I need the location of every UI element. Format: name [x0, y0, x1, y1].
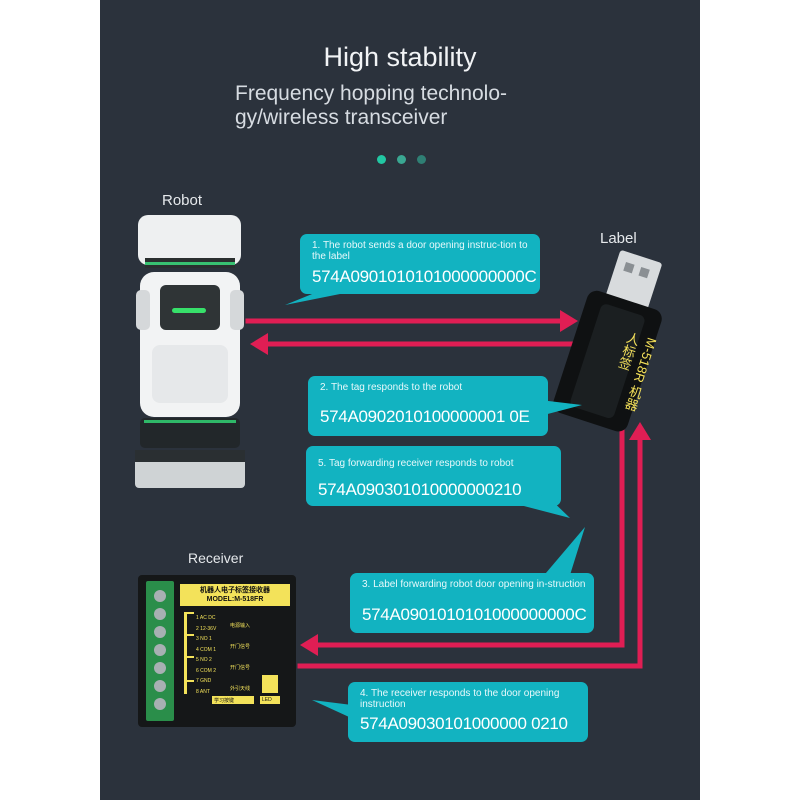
- bubble-caption: 5. Tag forwarding receiver responds to r…: [318, 458, 514, 469]
- bubble-caption: 3. Label forwarding robot door opening i…: [362, 579, 586, 590]
- message-bubble-5: 5. Tag forwarding receiver responds to r…: [306, 446, 561, 506]
- page-subtitle: Frequency hopping technolo-gy/wireless t…: [235, 82, 508, 129]
- pin-function: 电源输入: [230, 623, 251, 629]
- product-panel: High stability Frequency hopping technol…: [100, 0, 700, 800]
- robot-image: [135, 215, 245, 488]
- pin-label: 5 NO 2: [196, 657, 212, 663]
- label-device-label: Label: [600, 230, 637, 247]
- pin-label: 3 NO 1: [196, 636, 212, 642]
- bubble-code: 574A0901010101000000000C: [362, 605, 587, 624]
- pin-function: 开门信号: [230, 665, 251, 671]
- arrow-receiver-to-label: [297, 427, 643, 669]
- bubble-caption: 2. The tag responds to the robot: [320, 382, 463, 393]
- pin-label: 4 COM 1: [196, 646, 217, 653]
- receiver-model: MODEL:M-518FR: [206, 596, 264, 603]
- message-bubble-4: 4. The receiver responds to the door ope…: [348, 682, 588, 742]
- bubble-tails: [285, 290, 585, 722]
- receiver-header-cn: 机器人电子标签接收器: [200, 587, 270, 594]
- robot-label: Robot: [162, 192, 203, 209]
- arrow-label-to-receiver: [307, 427, 625, 648]
- carousel-dot-active[interactable]: [377, 155, 386, 164]
- usb-dongle-image: [553, 250, 662, 432]
- signal-arrows: [135, 215, 662, 727]
- carousel-dot[interactable]: [397, 155, 406, 164]
- led-label: LED: [262, 697, 272, 703]
- pin-function: 外引天线: [230, 686, 251, 692]
- receiver-pins: 1 AC DC 2 12-36V 3 NO 1 4 COM 1 5 NO 2 6…: [196, 613, 216, 697]
- receiver-device-image: [138, 575, 296, 727]
- bubble-caption: 4. The receiver responds to the door ope…: [360, 688, 560, 710]
- message-bubble-1: 1. The robot sends a door opening instru…: [300, 234, 540, 294]
- learn-button-label: 学习按键: [214, 698, 235, 704]
- message-bubble-2: 2. The tag responds to the robot 574A090…: [308, 376, 548, 436]
- bubble-caption: 1. The robot sends a door opening instru…: [312, 240, 528, 262]
- bubble-code: 574A090301010000000210: [318, 480, 522, 499]
- pin-label: 1 AC DC: [196, 615, 216, 621]
- bubble-code: 574A0902010100000001 0E: [320, 407, 530, 426]
- pin-label: 6 COM 2: [196, 667, 217, 674]
- message-bubble-3: 3. Label forwarding robot door opening i…: [350, 573, 594, 633]
- receiver-header-text: 机器人电子标签接收器 MODEL:M-518FR: [182, 586, 288, 604]
- pin-function: 开门信号: [230, 644, 251, 650]
- bubble-code: 574A0901010101000000000C: [312, 267, 537, 286]
- pin-label: 7 GND: [196, 678, 212, 684]
- receiver-pin-functions: 电源输入 开门信号 开门信号 外引天线: [230, 616, 250, 700]
- receiver-label: Receiver: [188, 550, 244, 566]
- bubble-code: 574A09030101000000 0210: [360, 714, 568, 733]
- page-title: High stability: [323, 42, 477, 72]
- carousel-dot[interactable]: [417, 155, 426, 164]
- pin-label: 2 12-36V: [196, 625, 217, 632]
- pin-label: 8 ANT: [196, 688, 210, 695]
